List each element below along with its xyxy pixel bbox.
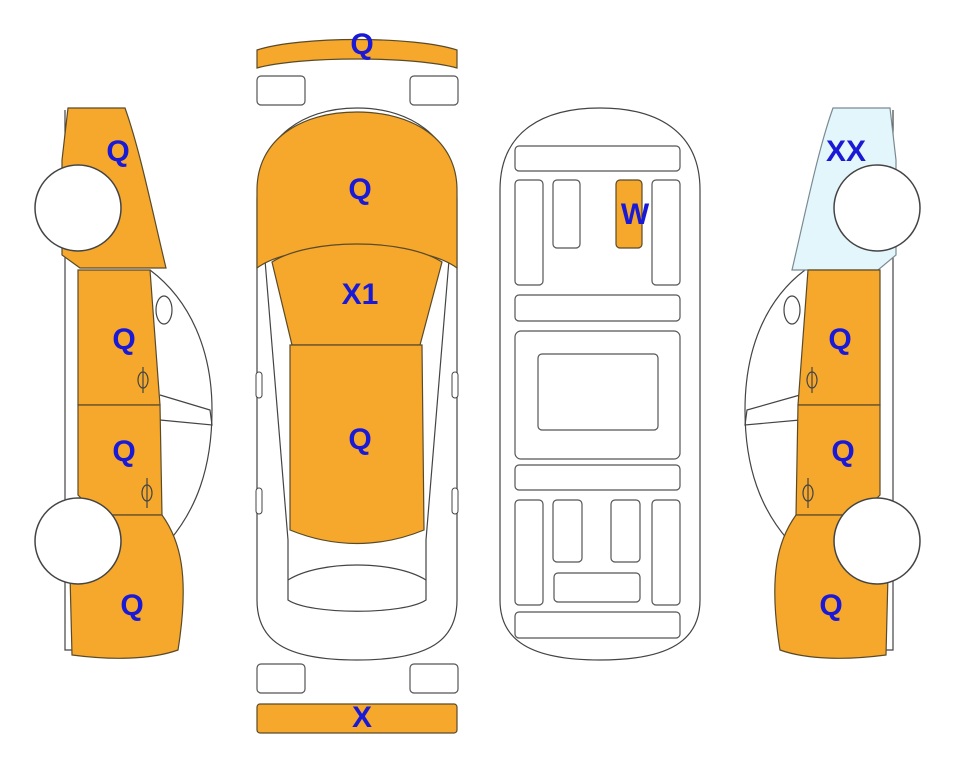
- right-rear-quarter-label: Q: [819, 589, 842, 622]
- underbody-left-rear-rail: [514, 499, 544, 606]
- right-front-fender-label: XX: [826, 135, 866, 168]
- underbody-view: W: [499, 107, 701, 661]
- top-cabin-outline: [264, 259, 450, 612]
- underbody-left-front-rail: [514, 179, 544, 286]
- underbody-outline: [499, 107, 701, 661]
- top-front-bumper-panel[interactable]: [256, 38, 458, 69]
- top-left-rear-handle-icon: [255, 487, 263, 515]
- top-front-left-light: [256, 75, 306, 106]
- underbody-floor-label: W: [621, 198, 650, 231]
- left-cabin-outline: [149, 269, 213, 541]
- top-right-rear-handle-icon: [451, 487, 459, 515]
- underbody-rear-panel: [514, 611, 681, 639]
- left-door-handle-icon: [137, 367, 153, 508]
- right-mirror-line: [744, 394, 801, 426]
- top-view: Q Q X1 Q X: [255, 28, 459, 734]
- left-rear-quarter-label: Q: [120, 589, 143, 622]
- underbody-right-rear-subframe: [610, 499, 641, 563]
- underbody-rear-floor: [553, 572, 641, 603]
- left-rear-wheel: [34, 497, 122, 585]
- top-right-mirror-icon: [451, 371, 459, 399]
- top-rear-bumper-panel[interactable]: [256, 703, 458, 734]
- left-rear-door-label: Q: [112, 435, 135, 468]
- top-rear-right-light: [409, 663, 459, 694]
- top-front-right-light: [409, 75, 459, 106]
- top-hood-label: Q: [348, 173, 371, 206]
- underbody-right-rear-rail: [651, 499, 681, 606]
- top-left-mirror-icon: [255, 371, 263, 399]
- right-rear-door-label: Q: [831, 435, 854, 468]
- underbody-mid-crossmember: [514, 294, 681, 322]
- right-side-view: XX Q Q Q: [744, 107, 921, 659]
- left-mirror-icon: [155, 295, 173, 325]
- underbody-floor-panel[interactable]: [615, 179, 643, 249]
- underbody-rear-crossmember: [514, 464, 681, 491]
- top-rear-window-line: [287, 564, 427, 581]
- left-side-view: Q Q Q Q: [34, 107, 213, 659]
- left-front-door-label: Q: [112, 323, 135, 356]
- left-mirror-line: [159, 394, 213, 426]
- right-cabin-outline: [744, 269, 806, 541]
- right-front-wheel: [833, 164, 921, 252]
- top-front-bumper-label: Q: [350, 28, 373, 61]
- top-windshield-panel[interactable]: [271, 243, 443, 346]
- top-roof-label: Q: [348, 423, 371, 456]
- top-rear-bumper-label: X: [352, 701, 372, 734]
- right-mirror-icon: [783, 295, 801, 325]
- right-rear-wheel: [833, 497, 921, 585]
- underbody-left-rear-subframe: [552, 499, 583, 563]
- top-rear-left-light: [256, 663, 306, 694]
- right-front-door-label: Q: [828, 323, 851, 356]
- left-front-fender-label: Q: [106, 135, 129, 168]
- underbody-center-tunnel: [537, 353, 659, 431]
- top-windshield-label: X1: [342, 278, 379, 311]
- top-roof-panel[interactable]: [289, 344, 425, 545]
- right-door-handle-icon: [802, 367, 818, 508]
- left-front-wheel: [34, 164, 122, 252]
- underbody-right-front-rail: [651, 179, 681, 286]
- underbody-left-subframe: [552, 179, 581, 249]
- underbody-front-crossmember: [514, 145, 681, 172]
